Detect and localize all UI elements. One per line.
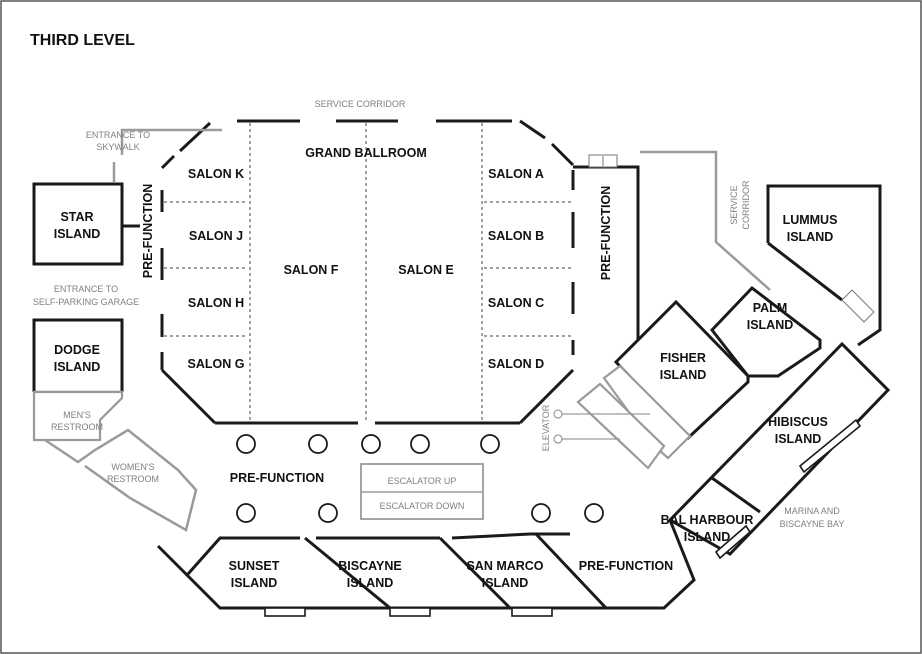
dodge-island-label-1: DODGE	[54, 343, 100, 357]
map-title: THIRD LEVEL	[30, 32, 135, 49]
sunset-balcony	[264, 607, 306, 617]
mens-restroom-label-1: MEN'S	[63, 410, 91, 420]
prefunction-center-label: PRE-FUNCTION	[230, 471, 324, 485]
prefunction-right-label: PRE-FUNCTION	[599, 186, 613, 280]
elevator-button-1	[553, 409, 563, 419]
grand-ballroom-label: GRAND BALLROOM	[305, 146, 427, 160]
biscayne-balcony	[389, 607, 431, 617]
lummus-island-label-2: ISLAND	[787, 230, 834, 244]
san-marco-island-label-2: ISLAND	[482, 576, 529, 590]
entrance-garage-label-1: ENTRANCE TO	[54, 284, 118, 294]
mens-restroom-room	[32, 390, 124, 442]
service-corridor-right-label: SERVICE CORRIDOR	[729, 180, 751, 229]
palm-island-label-1: PALM	[753, 301, 788, 315]
entrance-skywalk-label-1: ENTRANCE TO	[86, 130, 150, 140]
service-corridor-right-line	[640, 150, 771, 291]
svg-text:CORRIDOR: CORRIDOR	[741, 180, 751, 229]
sunset-biscayne-divider	[304, 536, 391, 610]
salon-f-label: SALON F	[284, 263, 339, 277]
salon-k-label: SALON K	[188, 167, 244, 181]
salon-h-label: SALON H	[188, 296, 244, 310]
dodge-island-room	[32, 318, 124, 392]
elevator-label: ELEVATOR	[541, 404, 551, 451]
womens-restroom-label-1: WOMEN'S	[111, 462, 154, 472]
entrance-skywalk-label-2: SKYWALK	[96, 142, 139, 152]
star-island-label-1: STAR	[60, 210, 93, 224]
mens-restroom-label-2: RESTROOM	[51, 422, 103, 432]
lummus-island-room	[766, 184, 882, 347]
biscayne-island-label-1: BISCAYNE	[338, 559, 401, 573]
bal-harbour-island-label-2: ISLAND	[684, 530, 731, 544]
prefunction-left-label: PRE-FUNCTION	[141, 184, 155, 278]
entrance-garage-label-2: SELF-PARKING GARAGE	[33, 297, 139, 307]
salon-g-label: SALON G	[188, 357, 245, 371]
star-island-label-2: ISLAND	[54, 227, 101, 241]
salon-b-label: SALON B	[488, 229, 544, 243]
fisher-island-label-1: FISHER	[660, 351, 706, 365]
marina-label-1: MARINA AND	[784, 506, 840, 516]
elevator-button-2	[553, 434, 563, 444]
hibiscus-balcony	[798, 418, 862, 474]
salon-a-label: SALON A	[488, 167, 544, 181]
biscayne-island-label-2: ISLAND	[347, 576, 394, 590]
south-outer-wall	[156, 519, 696, 610]
hibiscus-island-label-2: ISLAND	[775, 432, 822, 446]
grand-ballroom-walls	[160, 119, 575, 425]
escalator-down-label: ESCALATOR DOWN	[380, 501, 465, 511]
star-island-room	[32, 182, 124, 266]
salon-j-label: SALON J	[189, 229, 243, 243]
skywalk-corridor-line	[120, 128, 222, 155]
hibiscus-island-room	[667, 341, 891, 556]
san-marco-island-front-wall	[451, 532, 570, 540]
door-symbols	[588, 154, 875, 323]
service-corridor-top-label: SERVICE CORRIDOR	[315, 99, 406, 109]
elevator-shaft-b	[576, 382, 666, 470]
lummus-island-label-1: LUMMUS	[783, 213, 838, 227]
salon-partitions	[164, 123, 571, 421]
marina-label-2: BISCAYNE BAY	[780, 519, 845, 529]
palm-island-label-2: ISLAND	[747, 318, 794, 332]
womens-restroom-room	[44, 428, 198, 532]
bal-harbour-balcony	[714, 524, 752, 560]
dodge-island-label-2: ISLAND	[54, 360, 101, 374]
columns	[236, 434, 604, 523]
salon-d-label: SALON D	[488, 357, 544, 371]
hibiscus-bal-harbour-divider	[711, 476, 761, 514]
womens-restroom-label-2: RESTROOM	[107, 474, 159, 484]
salon-c-label: SALON C	[488, 296, 544, 310]
sunset-island-label-2: ISLAND	[231, 576, 278, 590]
bal-harbour-island-label-1: BAL HARBOUR	[661, 513, 754, 527]
sunset-island-front-wall	[186, 536, 300, 575]
biscayne-sanmarco-divider	[438, 536, 512, 610]
hibiscus-island-label-1: HIBISCUS	[768, 415, 828, 429]
svg-text:SERVICE: SERVICE	[729, 185, 739, 224]
sanmarco-prefunction-divider	[534, 532, 608, 610]
sunset-island-label-1: SUNSET	[229, 559, 280, 573]
prefunction-bottom-label: PRE-FUNCTION	[579, 559, 673, 573]
sanmarco-balcony	[511, 607, 553, 617]
escalator-up-label: ESCALATOR UP	[388, 476, 457, 486]
san-marco-island-label-1: SAN MARCO	[466, 559, 543, 573]
fisher-island-label-2: ISLAND	[660, 368, 707, 382]
salon-e-label: SALON E	[398, 263, 454, 277]
